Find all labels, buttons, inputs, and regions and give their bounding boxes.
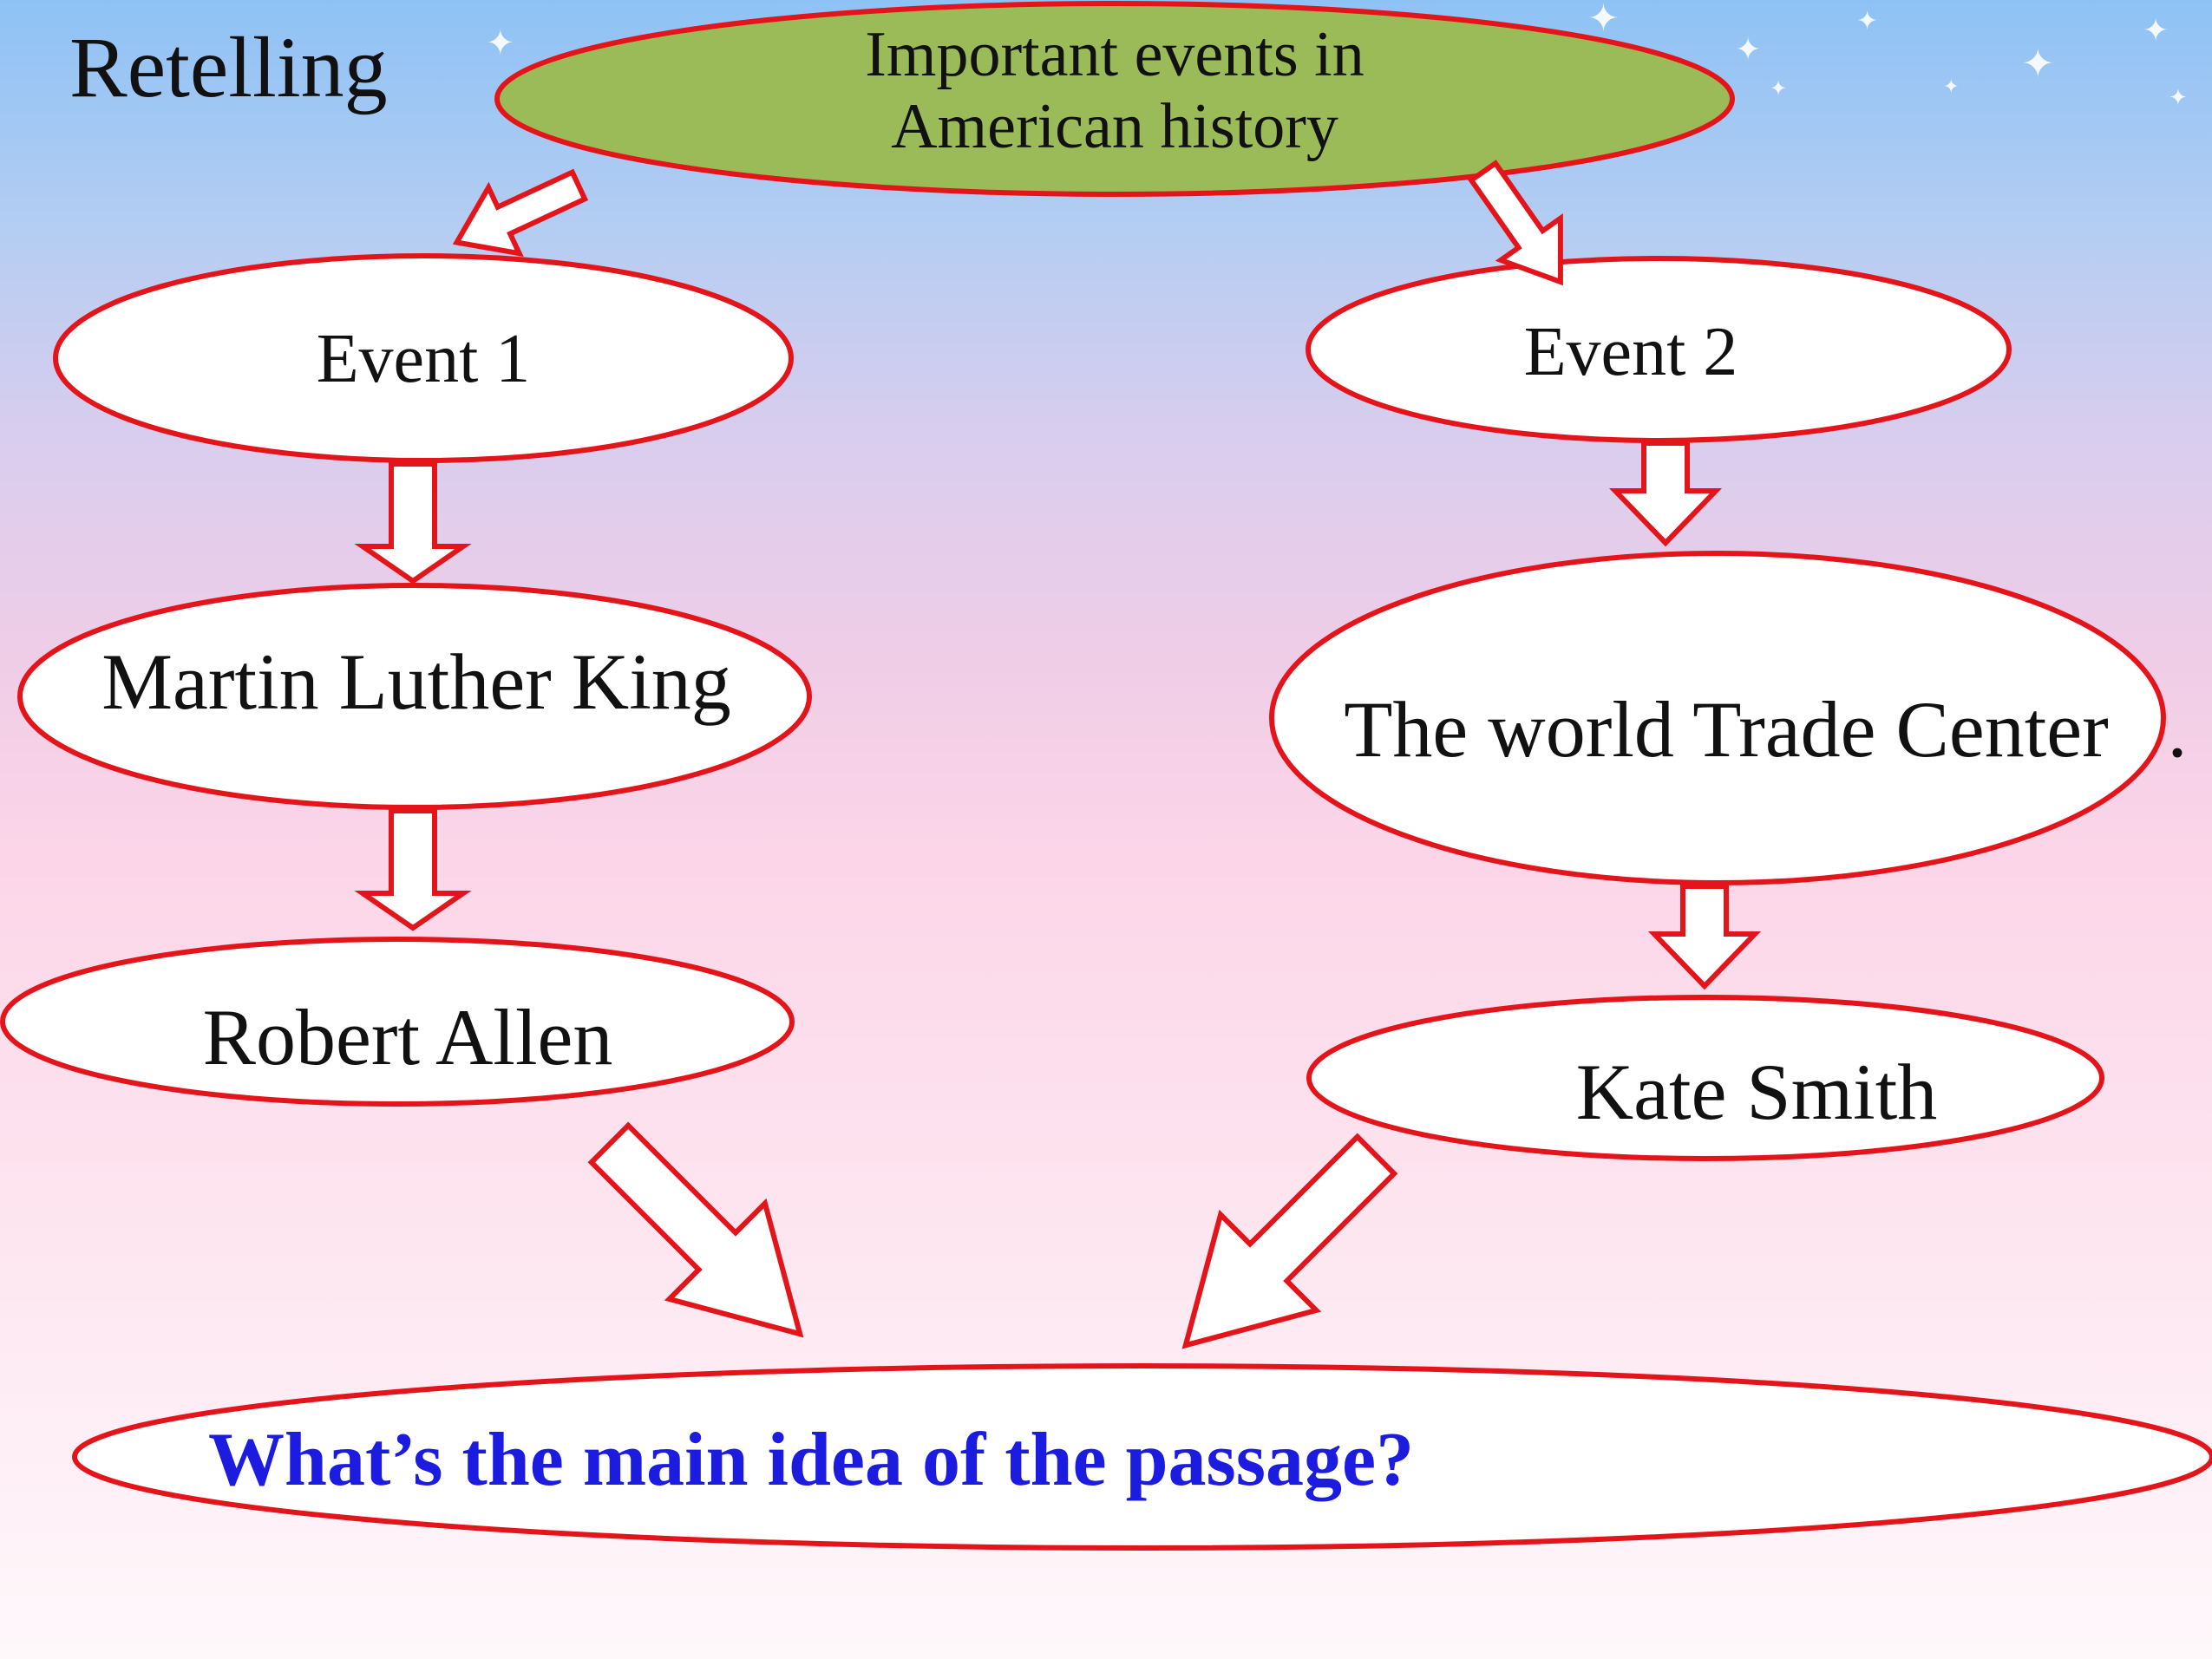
left-bottom-label: Robert Allen bbox=[202, 993, 613, 1081]
right-bottom-label: Kate Smith bbox=[1575, 1048, 1938, 1136]
right-place-dot: . bbox=[2167, 685, 2188, 774]
event1-label: Event 1 bbox=[316, 321, 531, 397]
arrow-icon bbox=[1181, 1133, 1398, 1349]
event2-label: Event 2 bbox=[1523, 314, 1738, 390]
star-icon: ✦ bbox=[1770, 76, 1788, 101]
left-person-label: Martin Luther King bbox=[101, 637, 731, 726]
root-label: Important events in American history bbox=[507, 19, 1722, 163]
arrow-icon bbox=[452, 168, 589, 258]
arrow-icon bbox=[1647, 884, 1762, 990]
star-icon: ✦ bbox=[1735, 32, 1762, 68]
star-icon: ✦ bbox=[1943, 76, 1960, 98]
right-bottom-ellipse bbox=[1306, 995, 2104, 1161]
right-place-label: The world Trade Center bbox=[1344, 685, 2109, 774]
star-icon: ✦ bbox=[2143, 13, 2169, 49]
star-icon: ✦ bbox=[486, 23, 515, 63]
question-ellipse bbox=[72, 1363, 2212, 1551]
arrow-icon bbox=[354, 461, 472, 585]
event1-ellipse bbox=[53, 253, 794, 463]
star-icon: ✦ bbox=[2021, 40, 2055, 87]
left-person-ellipse bbox=[17, 583, 812, 810]
root-label-line1: Important events in bbox=[865, 19, 1365, 90]
star-icon: ✦ bbox=[1856, 6, 1879, 36]
left-bottom-ellipse bbox=[0, 937, 795, 1107]
star-icon: ✦ bbox=[2169, 85, 2188, 111]
arrow-icon bbox=[1467, 160, 1563, 286]
root-label-line2: American history bbox=[891, 90, 1338, 162]
slide-title: Retelling bbox=[69, 19, 388, 115]
star-icon: ✦ bbox=[1587, 0, 1620, 41]
root-ellipse bbox=[494, 1, 1735, 197]
arrow-icon bbox=[587, 1121, 804, 1338]
arrow-icon bbox=[1608, 441, 1723, 547]
right-place-ellipse bbox=[1269, 551, 2166, 885]
question-label: What’s the main idea of the passage? bbox=[208, 1418, 1415, 1502]
arrow-icon bbox=[354, 808, 472, 931]
